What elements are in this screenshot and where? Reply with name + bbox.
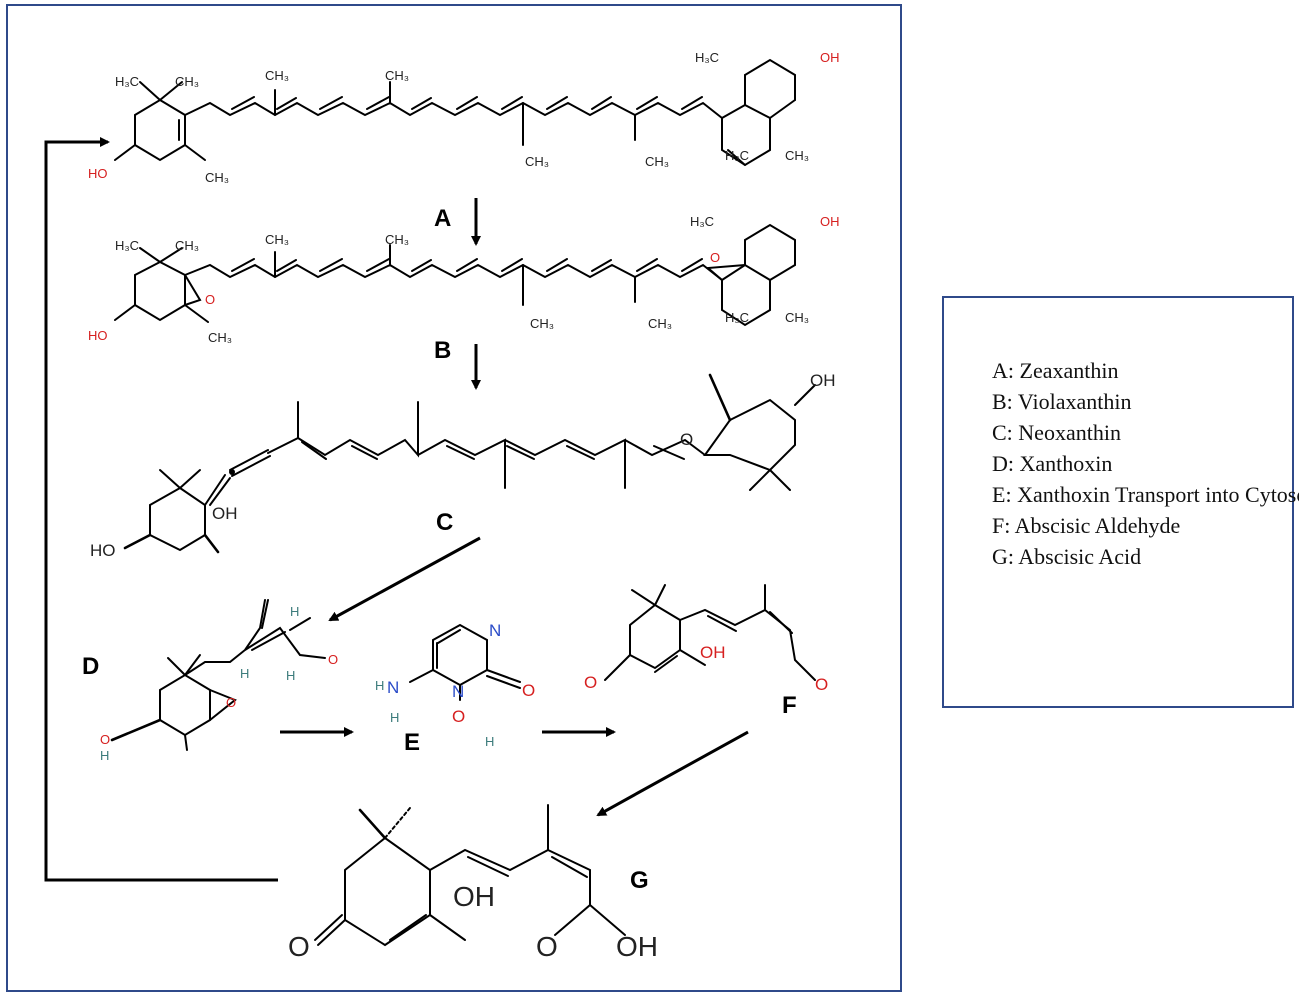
arrow-c bbox=[328, 536, 481, 622]
label-oh: OH bbox=[700, 643, 726, 662]
legend-item: C: Neoxanthin bbox=[992, 420, 1121, 445]
label-n: N bbox=[489, 621, 501, 640]
label-h3c: H₃C bbox=[115, 238, 139, 253]
legend-item: B: Violaxanthin bbox=[992, 389, 1132, 414]
label-ch3: CH₃ bbox=[785, 148, 809, 163]
label-h: H bbox=[290, 604, 299, 619]
label-ketone-o: O bbox=[584, 673, 597, 692]
label-h: H bbox=[390, 710, 399, 725]
label-epoxide-o: O bbox=[226, 695, 236, 710]
arrow-return bbox=[44, 137, 278, 882]
label-carbonyl-o: O bbox=[522, 681, 535, 700]
arrow-f bbox=[596, 730, 749, 817]
pathway-diagram: H₃C CH₃ CH₃ CH₃ CH₃ CH₃ CH₃ H₃C H₃C CH₃ … bbox=[44, 50, 840, 962]
label-epoxide-o: O bbox=[710, 250, 720, 265]
molecule-zeaxanthin: H₃C CH₃ CH₃ CH₃ CH₃ CH₃ CH₃ H₃C H₃C CH₃ … bbox=[88, 50, 840, 185]
label-ho: HO bbox=[88, 166, 108, 181]
legend-item: G: Abscisic Acid bbox=[992, 544, 1142, 569]
step-label-e: E bbox=[404, 729, 420, 756]
label-n: N bbox=[387, 678, 399, 697]
legend-box: A: Zeaxanthin B: Violaxanthin C: Neoxant… bbox=[942, 296, 1299, 708]
label-h: H bbox=[485, 734, 494, 749]
label-ch3: CH₃ bbox=[175, 74, 199, 89]
label-acid-oh: OH bbox=[616, 931, 658, 962]
label-ch3: CH₃ bbox=[648, 316, 672, 331]
legend-item: F: Abscisic Aldehyde bbox=[992, 513, 1181, 538]
label-ch3: CH₃ bbox=[385, 68, 409, 83]
legend-item: A: Zeaxanthin bbox=[992, 358, 1119, 383]
pathway-frame bbox=[6, 4, 902, 992]
label-h: H bbox=[375, 678, 384, 693]
label-h: H bbox=[240, 666, 249, 681]
pathway-arrows bbox=[44, 137, 749, 882]
label-h3c: H₃C bbox=[690, 214, 714, 229]
label-h: H bbox=[100, 748, 109, 763]
step-label-a: A bbox=[434, 205, 451, 232]
label-oh: OH bbox=[820, 214, 840, 229]
label-h: H bbox=[286, 668, 295, 683]
label-epoxide-o: O bbox=[205, 292, 215, 307]
label-n: N bbox=[452, 682, 464, 701]
legend-item: D: Xanthoxin bbox=[992, 451, 1113, 476]
step-label-c: C bbox=[436, 509, 453, 536]
label-o: O bbox=[100, 732, 110, 747]
molecule-neoxanthin: OH HO O OH bbox=[90, 371, 836, 560]
molecule-violaxanthin: H₃C CH₃ CH₃ CH₃ CH₃ CH₃ CH₃ H₃C H₃C CH₃ … bbox=[88, 214, 840, 345]
label-ho: HO bbox=[90, 541, 116, 560]
label-ch3: CH₃ bbox=[645, 154, 669, 169]
molecule-transport-intermediate: N N N O O H H H bbox=[375, 621, 535, 749]
label-ch3: CH₃ bbox=[265, 232, 289, 247]
label-h3c: H₃C bbox=[695, 50, 719, 65]
label-ketone-o: O bbox=[288, 931, 310, 962]
label-ch3: CH₃ bbox=[205, 170, 229, 185]
label-oh: OH bbox=[212, 504, 238, 523]
label-oh: OH bbox=[810, 371, 836, 390]
molecule-abscisic-acid: OH O O OH bbox=[288, 804, 658, 962]
label-aldehyde-o: O bbox=[815, 675, 828, 694]
label-ch3: CH₃ bbox=[265, 68, 289, 83]
label-ch3: CH₃ bbox=[525, 154, 549, 169]
label-ch3: CH₃ bbox=[175, 238, 199, 253]
label-h3c: H₃C bbox=[725, 310, 749, 325]
label-ch3: CH₃ bbox=[785, 310, 809, 325]
molecule-abscisic-aldehyde: OH O O bbox=[584, 584, 828, 694]
legend-list: A: Zeaxanthin B: Violaxanthin C: Neoxant… bbox=[992, 358, 1299, 575]
label-ch3: CH₃ bbox=[208, 330, 232, 345]
label-h3c: H₃C bbox=[725, 148, 749, 163]
label-o: O bbox=[452, 707, 465, 726]
label-h3c: H₃C bbox=[115, 74, 139, 89]
label-oh: OH bbox=[453, 881, 495, 912]
molecule-xanthoxin: O O H O H H H bbox=[100, 599, 338, 763]
label-oh: OH bbox=[820, 50, 840, 65]
step-label-d: D bbox=[82, 653, 99, 680]
step-label-f: F bbox=[782, 692, 797, 719]
label-ch3: CH₃ bbox=[385, 232, 409, 247]
label-aldehyde-o: O bbox=[328, 652, 338, 667]
label-epoxide-o: O bbox=[680, 430, 693, 449]
legend-item: E: Xanthoxin Transport into Cytosol bbox=[992, 482, 1299, 507]
label-ch3: CH₃ bbox=[530, 316, 554, 331]
label-carbonyl-o: O bbox=[536, 931, 558, 962]
label-ho: HO bbox=[88, 328, 108, 343]
step-label-g: G bbox=[630, 867, 649, 894]
step-label-b: B bbox=[434, 337, 451, 364]
